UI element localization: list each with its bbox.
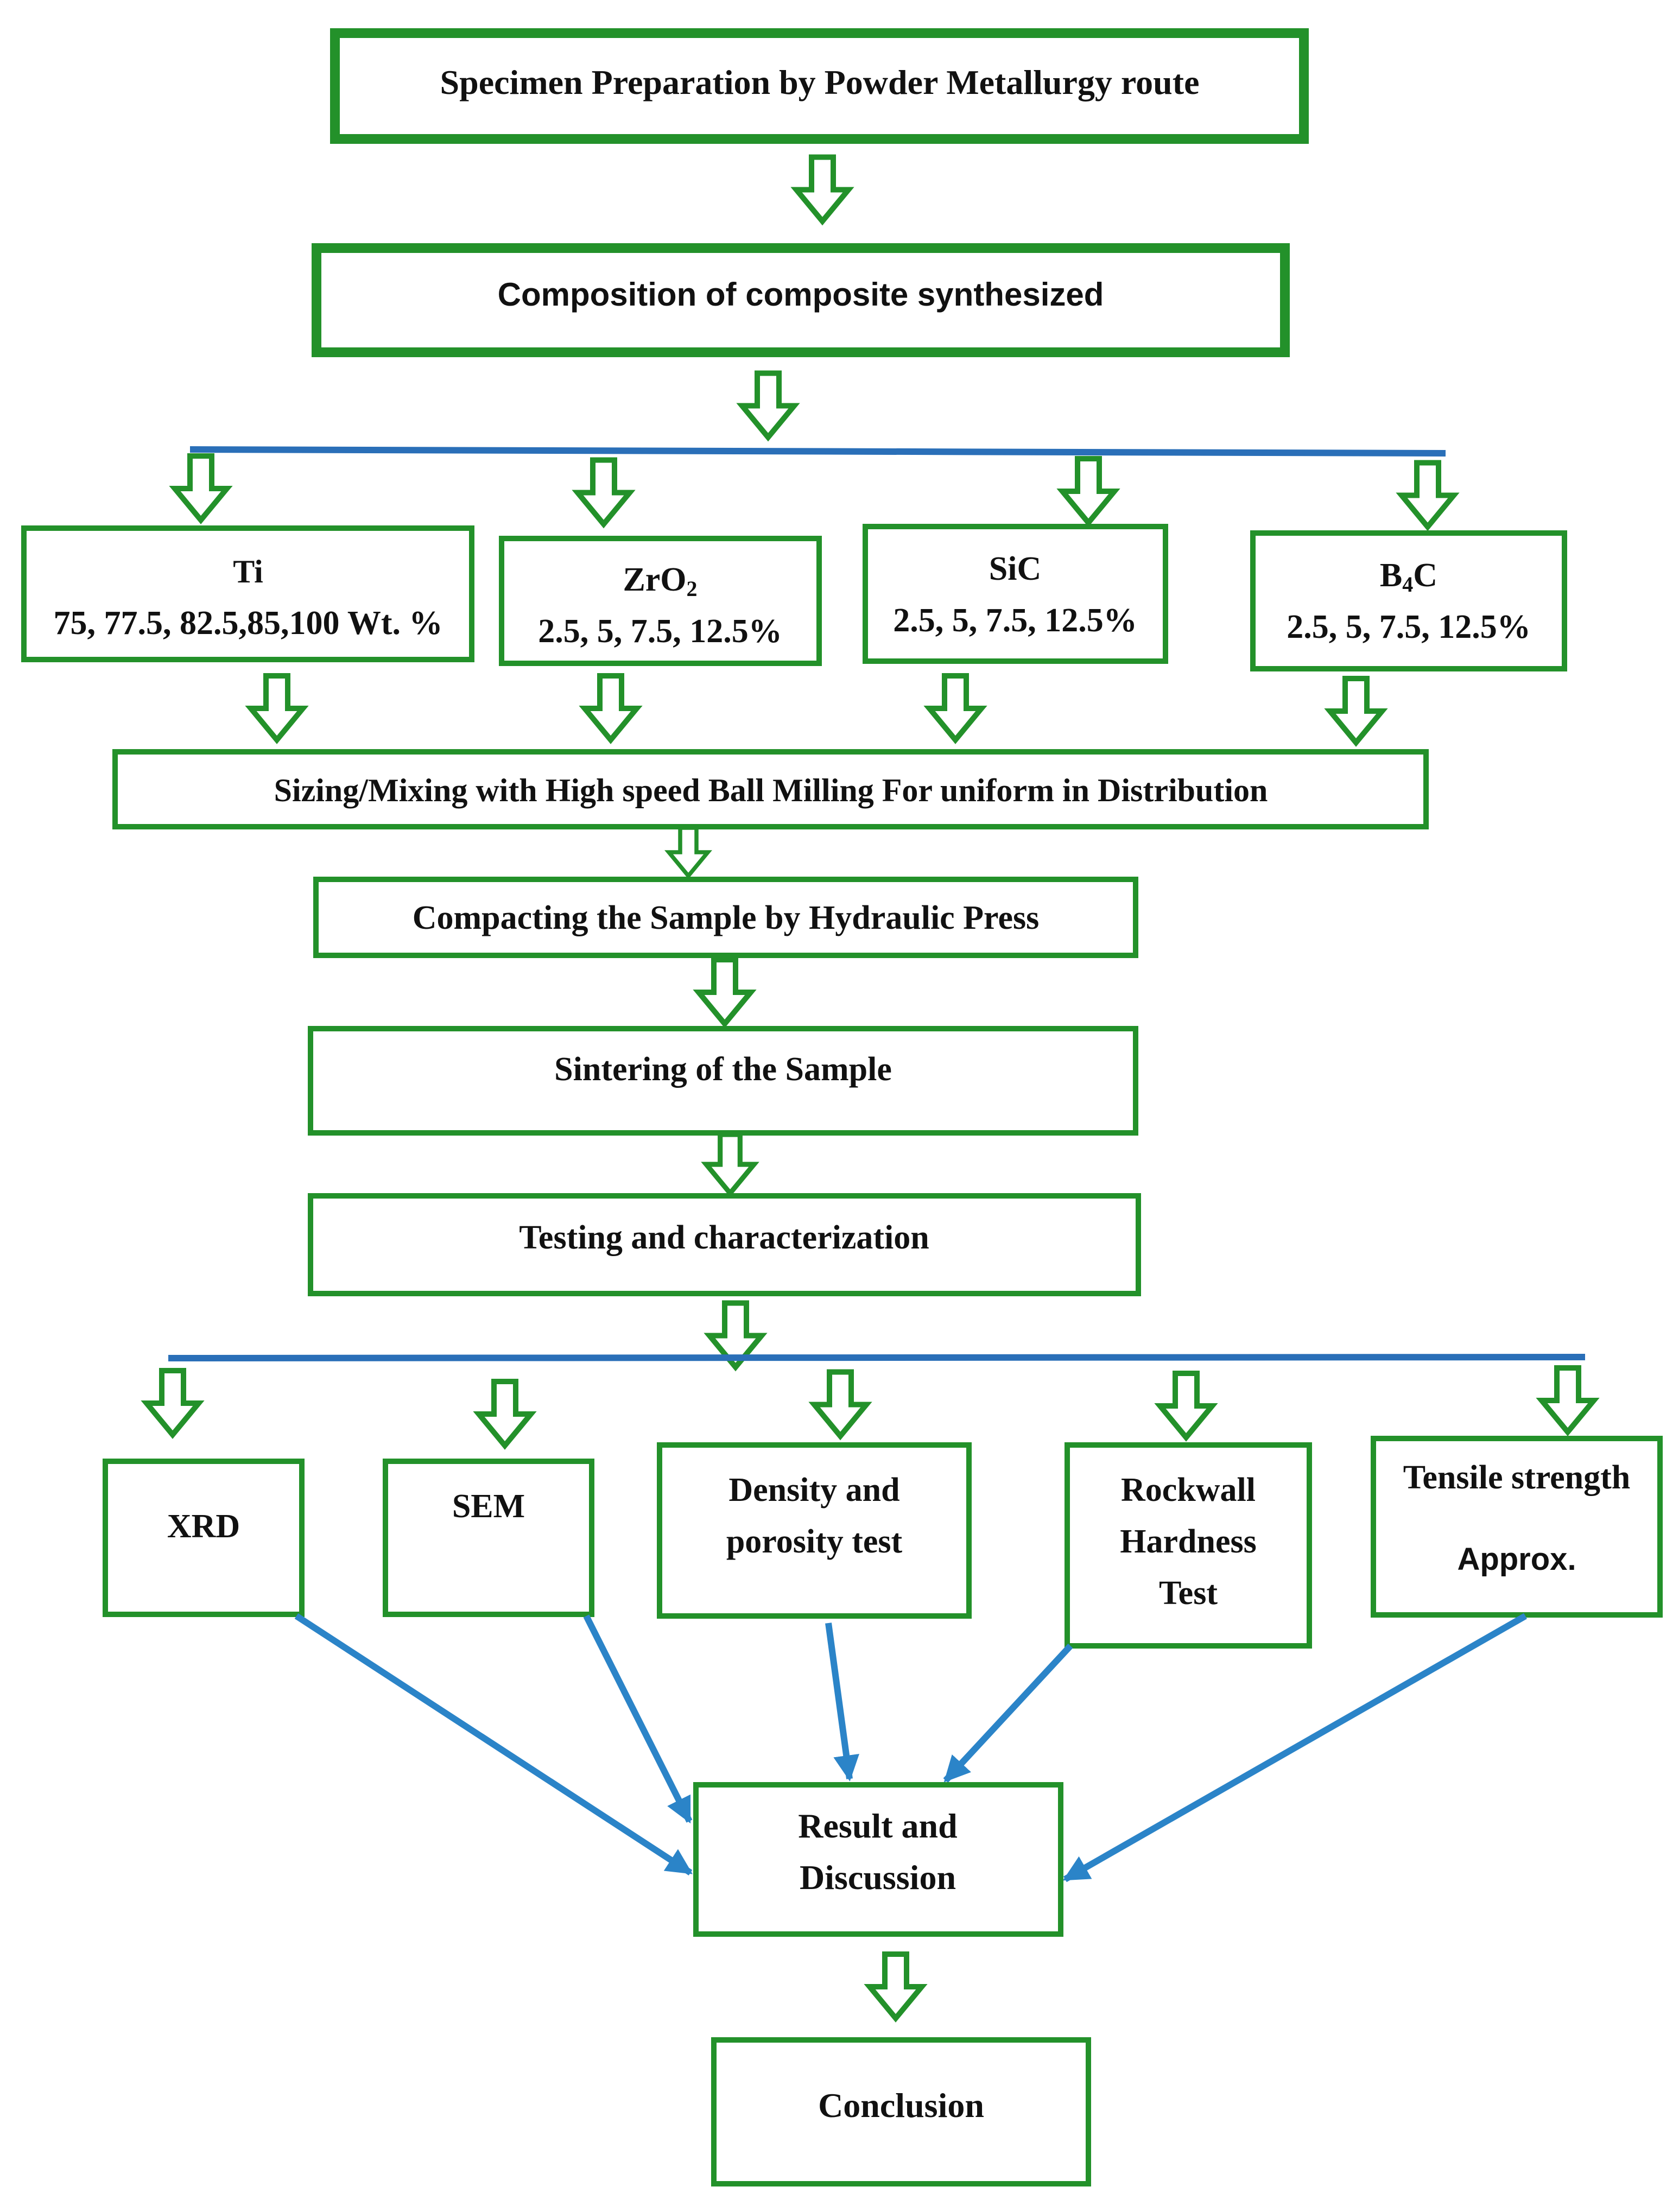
- label-specimen-preparation: Specimen Preparation by Powder Metallurg…: [440, 63, 1200, 102]
- label-sintering: Sintering of the Sample: [554, 1051, 892, 1088]
- down-arrow-icon: [814, 1372, 866, 1436]
- box-material-ti: [21, 525, 474, 662]
- arrow-rockwall-to-result: [943, 1643, 1073, 1783]
- down-arrow-icon: [929, 676, 981, 740]
- material-b4c-name: B4C: [1380, 557, 1437, 597]
- box-test-tensile: [1371, 1436, 1663, 1618]
- down-arrow-icon: [479, 1381, 531, 1446]
- box-specimen-preparation: [330, 28, 1309, 144]
- down-arrow-icon: [706, 1134, 754, 1193]
- label-compacting: Compacting the Sample by Hydraulic Press: [413, 899, 1039, 936]
- box-compacting: [313, 877, 1138, 958]
- down-arrow-icon: [699, 960, 751, 1024]
- box-result: [693, 1782, 1063, 1937]
- box-material-zro2: [499, 536, 822, 666]
- material-sic-values: 2.5, 5, 7.5, 12.5%: [893, 602, 1137, 639]
- material-b4c-values: 2.5, 5, 7.5, 12.5%: [1287, 609, 1531, 645]
- down-arrow-icon: [1062, 459, 1114, 523]
- distribution-line-tests: [168, 1354, 1586, 1361]
- material-sic-name: SiC: [989, 550, 1041, 587]
- box-mixing: [112, 749, 1429, 829]
- box-material-b4c: [1250, 530, 1567, 671]
- down-arrow-icon: [585, 676, 637, 740]
- arrow-sem-to-result: [583, 1614, 693, 1824]
- down-arrow-icon: [796, 157, 848, 221]
- material-ti-values: 75, 77.5, 82.5,85,100 Wt. %: [53, 605, 442, 642]
- box-test-xrd: [103, 1459, 305, 1617]
- arrow-tensile-to-result: [1062, 1613, 1527, 1883]
- distribution-line-materials: [189, 446, 1446, 457]
- test-tensile-line1: Tensile strength: [1403, 1459, 1631, 1496]
- down-arrow-icon: [1160, 1373, 1212, 1437]
- down-arrow-icon: [742, 373, 794, 438]
- material-zro2-name: ZrO2: [623, 561, 697, 601]
- box-test-sem: [383, 1459, 594, 1617]
- box-testing: [308, 1193, 1141, 1296]
- arrow-density-to-result: [825, 1622, 859, 1782]
- box-composition: [312, 243, 1290, 357]
- down-arrow-icon: [147, 1371, 199, 1435]
- test-rockwall-line3: Test: [1159, 1575, 1218, 1612]
- label-conclusion: Conclusion: [818, 2086, 984, 2125]
- box-material-sic: [863, 524, 1168, 664]
- down-arrow-icon: [1542, 1368, 1594, 1432]
- test-sem-label: SEM: [452, 1488, 525, 1525]
- down-arrow-icon: [1402, 463, 1454, 527]
- test-rockwall-line2: Hardness: [1120, 1523, 1256, 1560]
- material-zro2-values: 2.5, 5, 7.5, 12.5%: [538, 613, 782, 650]
- down-arrow-icon: [1330, 679, 1382, 743]
- down-arrow-icon: [870, 1954, 922, 2018]
- label-mixing: Sizing/Mixing with High speed Ball Milli…: [274, 772, 1268, 808]
- down-arrow-icon: [175, 456, 227, 520]
- result-line2: Discussion: [800, 1858, 956, 1897]
- box-test-density: [657, 1442, 972, 1619]
- label-composition: Composition of composite synthesized: [498, 276, 1104, 313]
- arrow-xrd-to-result: [294, 1613, 693, 1876]
- down-arrow-icon: [578, 460, 630, 524]
- box-conclusion: [711, 2037, 1091, 2186]
- test-density-line1: Density and: [728, 1472, 899, 1509]
- test-density-line2: porosity test: [726, 1523, 903, 1560]
- test-tensile-line2: Approx.: [1457, 1542, 1576, 1577]
- material-ti-name: Ti: [233, 554, 263, 590]
- down-arrow-icon: [251, 676, 303, 740]
- down-arrow-icon: [669, 828, 708, 876]
- test-rockwall-line1: Rockwall: [1121, 1472, 1256, 1509]
- box-test-rockwall: [1065, 1442, 1312, 1649]
- label-testing: Testing and characterization: [519, 1219, 929, 1256]
- result-line1: Result and: [798, 1807, 957, 1845]
- test-xrd-label: XRD: [167, 1508, 240, 1545]
